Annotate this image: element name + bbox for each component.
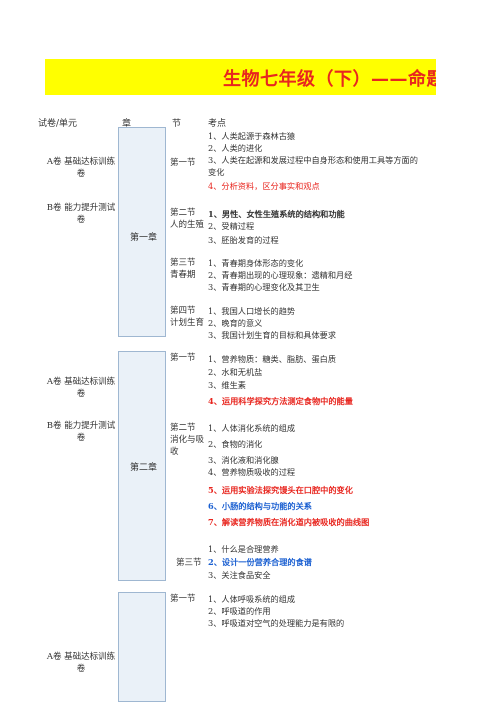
ch2-sec2-point-1: 1、人体消化系统的组成: [208, 423, 296, 433]
chapter-2-box: [118, 351, 166, 581]
ch2-sec3-point-3: 3、关注食品安全: [208, 570, 271, 580]
ch3-sec1-name: 第一节: [170, 594, 196, 604]
ch1-sec4-point-2: 2、晚育的意义: [208, 318, 263, 328]
ch1-vol-a: A卷 基础达标训练卷: [46, 157, 116, 179]
chapter-2-label: 第二章: [130, 463, 158, 473]
ch2-sec3-point-2: 2、设计一份营养合理的食谱: [208, 557, 312, 567]
ch3-sec1-point-1: 1、人体呼吸系统的组成: [208, 594, 296, 604]
ch2-sec2-point-3: 3、消化液和消化腺: [208, 455, 279, 465]
ch3-sec1-point-2: 2、呼吸道的作用: [208, 606, 271, 616]
header-volume: 试卷/单元: [38, 119, 78, 129]
ch2-sec2-point-6: 6、小肠的结构与功能的关系: [208, 501, 312, 511]
ch2-sec2-point-4: 4、营养物质吸收的过程: [208, 467, 296, 477]
ch1-sec1-point-3: 3、人类在起源和发展过程中自身形态和使用工具等方面的变化: [208, 155, 418, 177]
ch1-sec4-point-1: 1、我国人口增长的趋势: [208, 306, 296, 316]
ch2-sec2-point-7: 7、解读营养物质在消化道内被吸收的曲线图: [208, 517, 370, 527]
title-band: 生物七年级（下）——命题: [45, 59, 436, 95]
ch2-vol-a: A卷 基础达标训练卷: [46, 377, 116, 399]
ch2-sec2-name: 第二节 消化与吸收: [170, 423, 205, 457]
ch3-vol-a: A卷 基础达标训练卷: [46, 652, 116, 674]
ch1-sec2-name: 第二节 人的生殖: [170, 208, 205, 230]
ch2-sec1-name: 第一节: [170, 353, 196, 363]
ch1-sec1-point-4: 4、分析资料，区分事实和观点: [208, 181, 320, 191]
ch1-sec2-point-1: 1、男性、女性生殖系统的结构和功能: [208, 209, 345, 219]
ch1-sec2-point-2: 2、受精过程: [208, 221, 255, 231]
ch1-sec1-name: 第一节: [170, 158, 196, 168]
ch1-sec4-point-3: 3、我国计划生育的目标和具体要求: [208, 330, 337, 340]
ch2-sec3-name: 第三节: [176, 558, 202, 568]
ch1-sec4-name: 第四节 计划生育: [170, 306, 205, 328]
chapter-1-label: 第一章: [130, 233, 158, 243]
chapter-1-box: [118, 127, 166, 337]
ch2-sec1-point-3: 3、维生素: [208, 380, 246, 390]
ch1-sec1-point-2: 2、人类的进化: [208, 143, 263, 153]
page-title: 生物七年级（下）——命题: [223, 69, 436, 90]
ch2-sec1-point-4: 4、运用科学探究方法测定食物中的能量: [208, 396, 353, 406]
chapter-3-box: [118, 592, 166, 702]
header-chapter: 章: [122, 119, 132, 129]
header-section: 节: [172, 119, 182, 129]
header-points: 考点: [208, 119, 227, 129]
ch1-sec2-point-3: 3、胚胎发育的过程: [208, 235, 279, 245]
ch2-sec2-point-2: 2、食物的消化: [208, 439, 263, 449]
ch2-sec2-point-5: 5、运用实验法探究馒头在口腔中的变化: [208, 485, 353, 495]
ch2-sec1-point-2: 2、水和无机盐: [208, 367, 263, 377]
ch1-vol-b: B卷 能力提升测试卷: [46, 203, 116, 225]
ch1-sec3-point-3: 3、青春期的心理变化及其卫生: [208, 282, 320, 292]
ch2-vol-b: B卷 能力提升测试卷: [46, 421, 116, 443]
ch1-sec1-point-1: 1、人类起源于森林古猿: [208, 131, 296, 141]
ch1-sec3-point-2: 2、青春期出现的心理现象：遗精和月经: [208, 270, 353, 280]
ch1-sec3-point-1: 1、青春期身体形态的变化: [208, 258, 304, 268]
ch2-sec3-point-1: 1、什么是合理营养: [208, 544, 279, 554]
ch1-sec3-name: 第三节 青春期: [170, 258, 196, 280]
ch2-sec1-point-1: 1、营养物质：糖类、脂肪、蛋白质: [208, 354, 337, 364]
ch3-sec1-point-3: 3、呼吸道对空气的处理能力是有限的: [208, 618, 345, 628]
